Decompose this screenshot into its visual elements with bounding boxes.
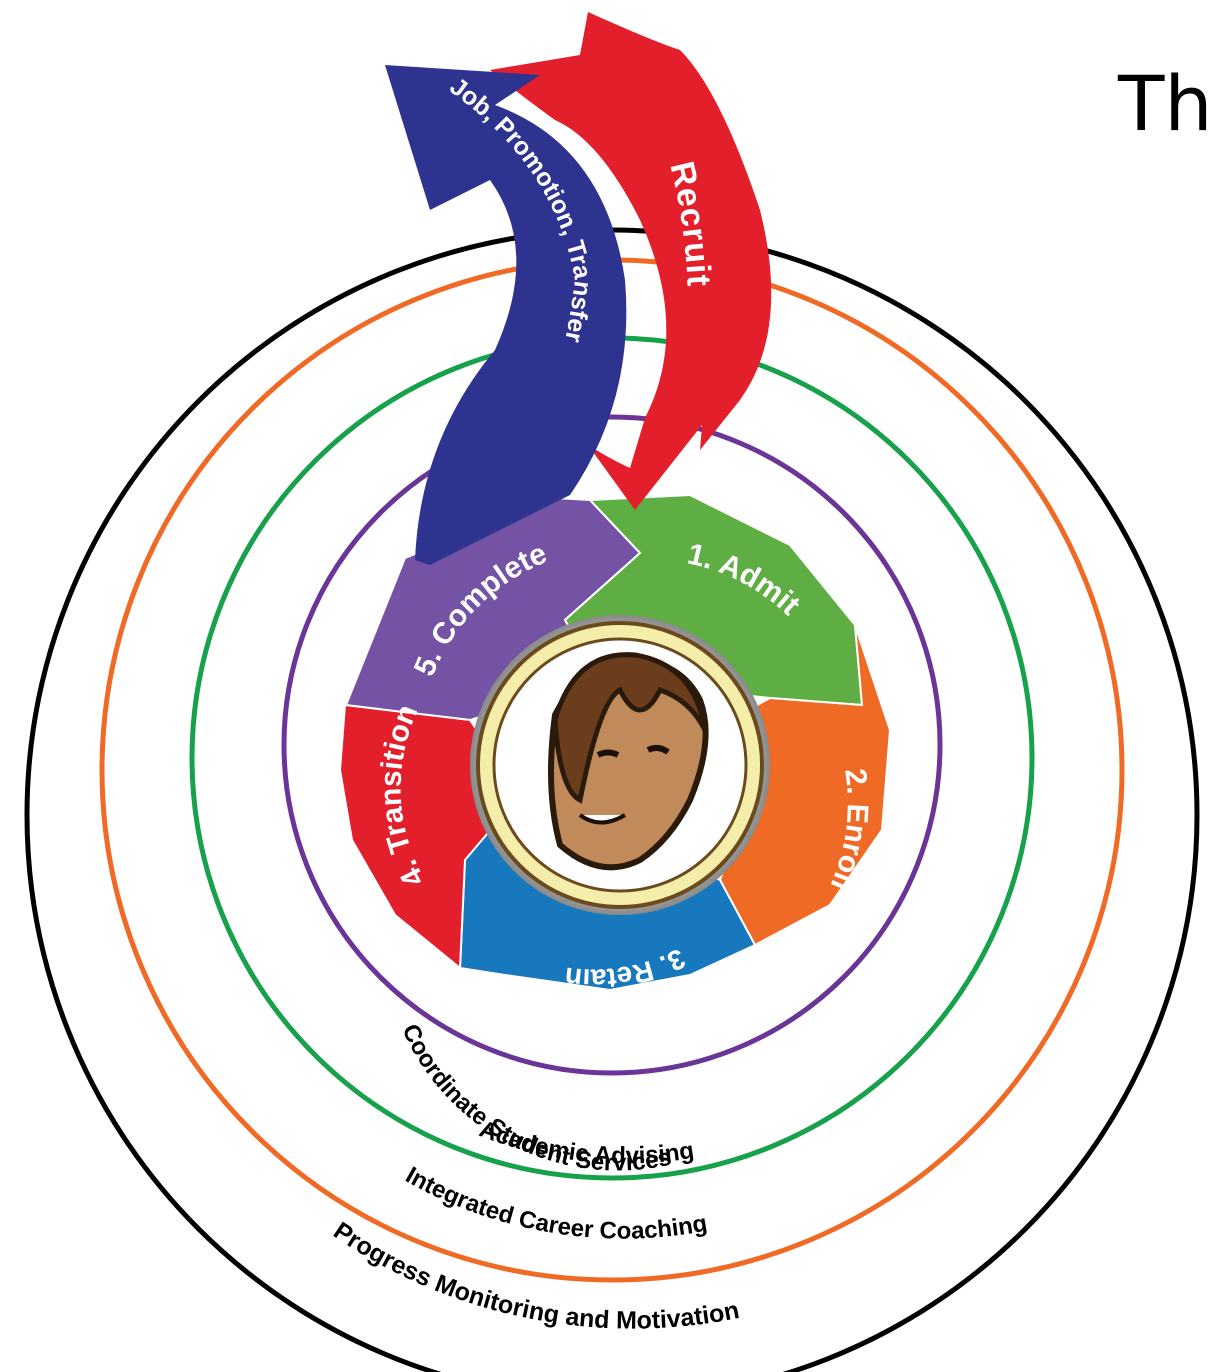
job-arrow — [385, 65, 627, 565]
page-title: Th — [1117, 59, 1213, 148]
recruit-arrow — [490, 12, 772, 510]
student-face-icon — [548, 652, 709, 871]
ring-student-services — [281, 414, 943, 1076]
